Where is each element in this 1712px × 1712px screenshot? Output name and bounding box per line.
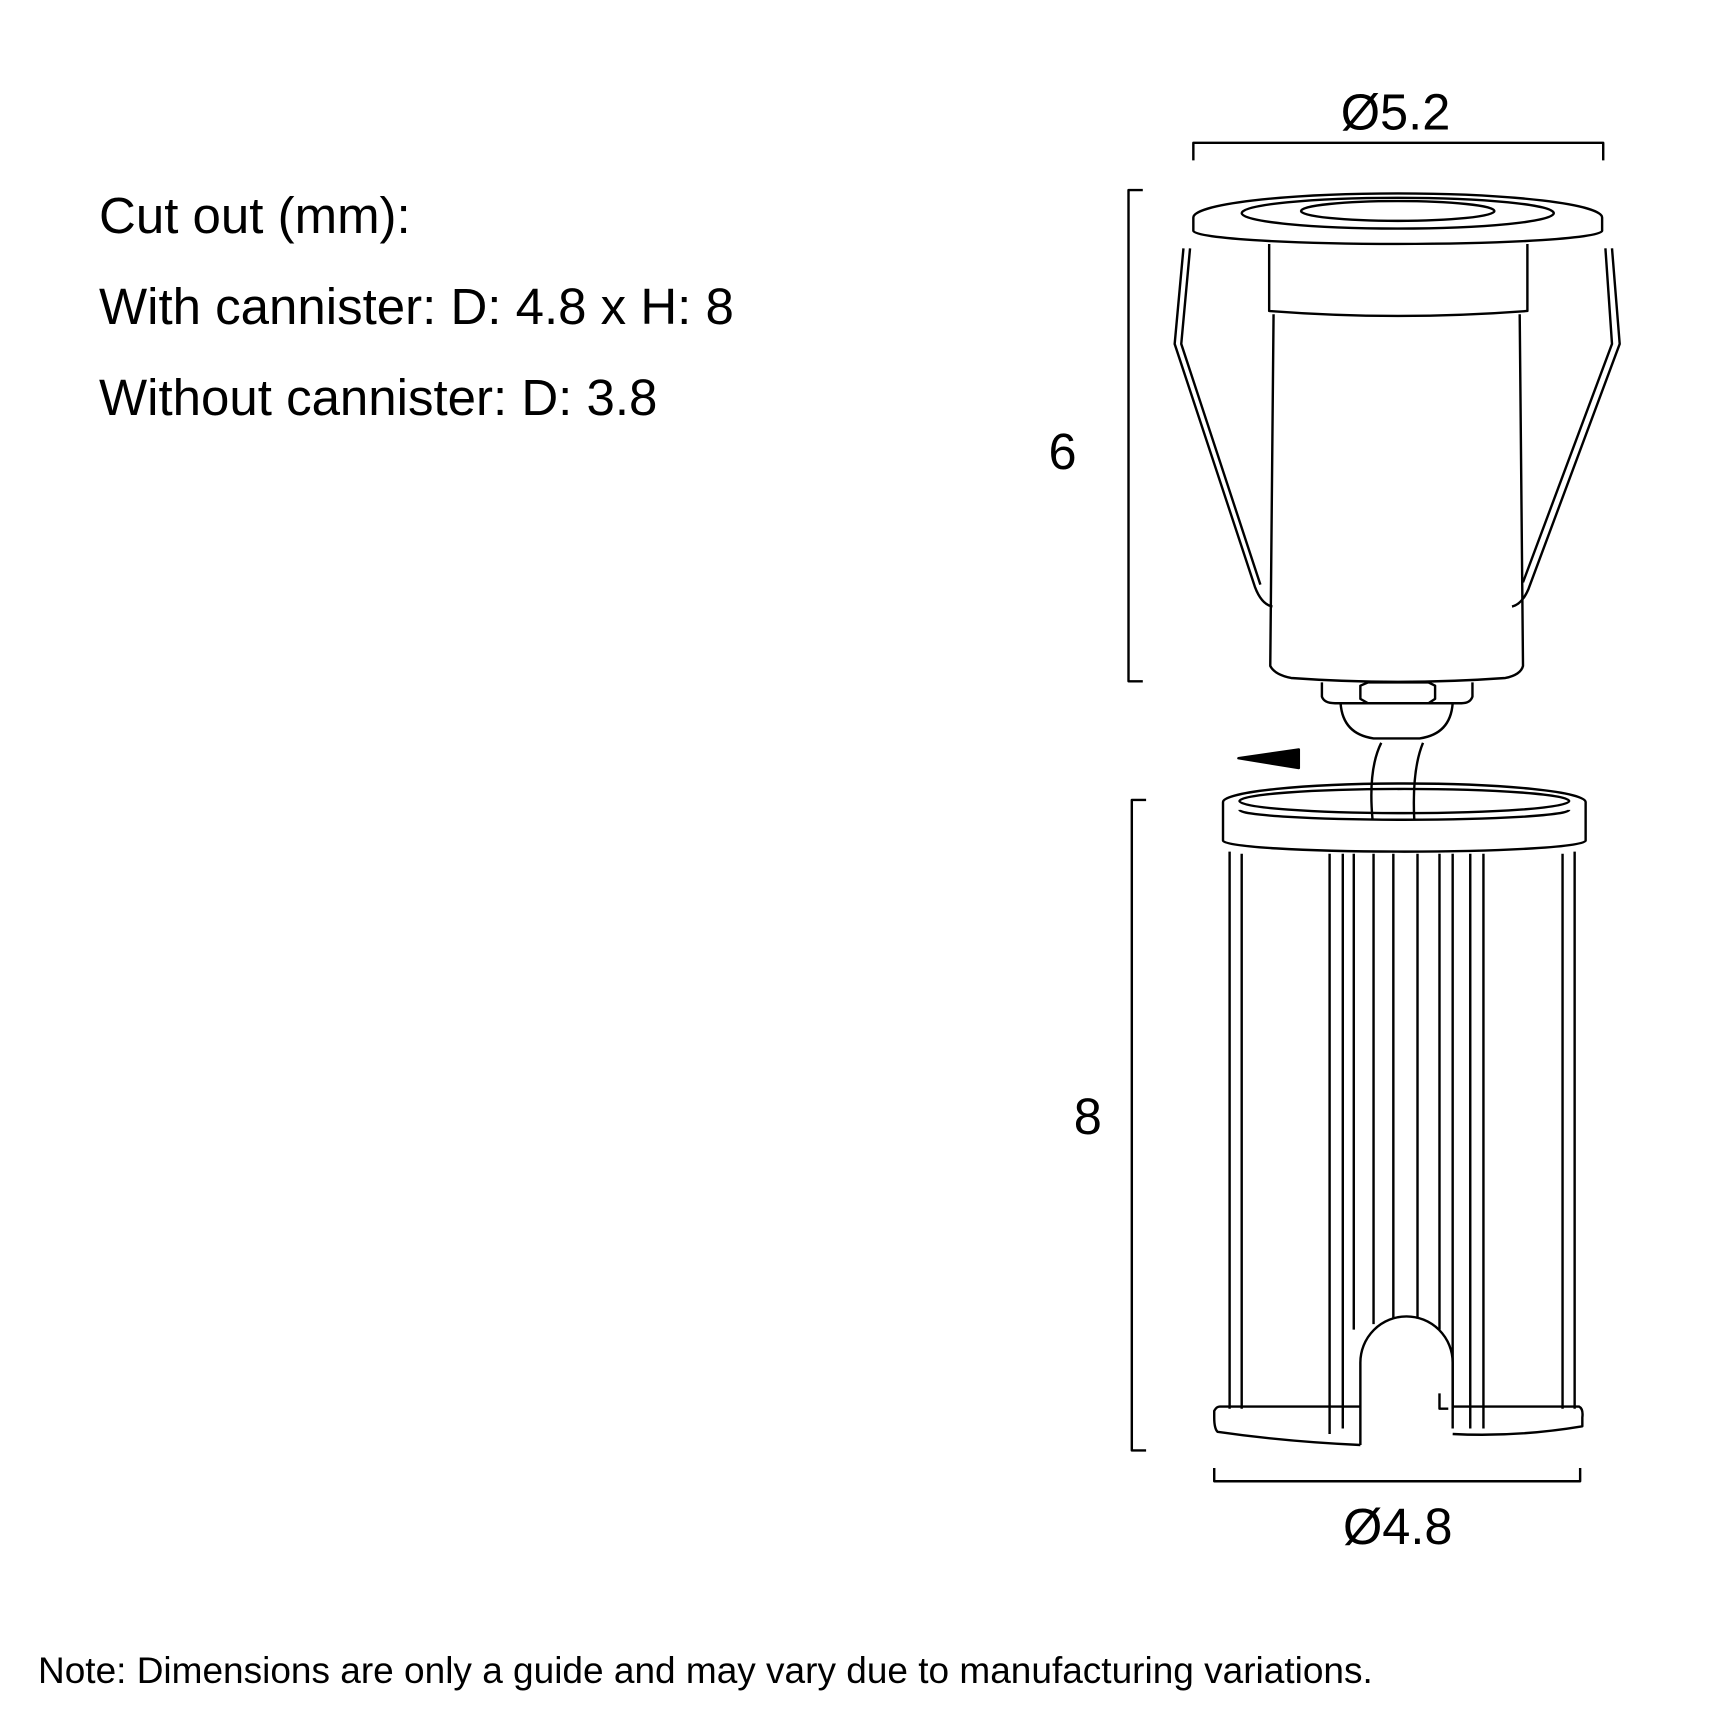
cannister-rim bbox=[1221, 782, 1587, 853]
top-diameter-label: Ø5.2 bbox=[1341, 84, 1451, 141]
top-diameter-bracket bbox=[1192, 141, 1605, 161]
cannister-height-label: 8 bbox=[1074, 1088, 1102, 1145]
fitting-collar bbox=[1267, 243, 1529, 318]
cannister-diameter-bracket bbox=[1213, 1468, 1582, 1483]
cutout-with-cannister: With cannister: D: 4.8 x H: 8 bbox=[99, 278, 734, 335]
insert-arrow bbox=[1237, 748, 1301, 770]
cutout-without-cannister: Without cannister: D: 3.8 bbox=[99, 369, 658, 426]
cutout-heading: Cut out (mm): bbox=[99, 187, 411, 244]
cannister-diameter-label: Ø4.8 bbox=[1343, 1498, 1453, 1555]
cannister-height-bracket bbox=[1130, 798, 1147, 1452]
disclaimer-note: Note: Dimensions are only a guide and ma… bbox=[38, 1650, 1373, 1691]
cannister-base bbox=[1213, 1405, 1584, 1447]
fitting-body bbox=[1269, 314, 1525, 684]
fitting-height-label: 6 bbox=[1049, 423, 1077, 480]
fitting-flange bbox=[1192, 192, 1604, 246]
cannister-body bbox=[1228, 851, 1576, 1445]
spring-clip-left bbox=[1173, 248, 1273, 608]
spring-clip-right bbox=[1511, 248, 1621, 608]
cable bbox=[1370, 742, 1425, 819]
fitting-height-bracket bbox=[1127, 188, 1143, 683]
cable-gland bbox=[1320, 681, 1474, 740]
